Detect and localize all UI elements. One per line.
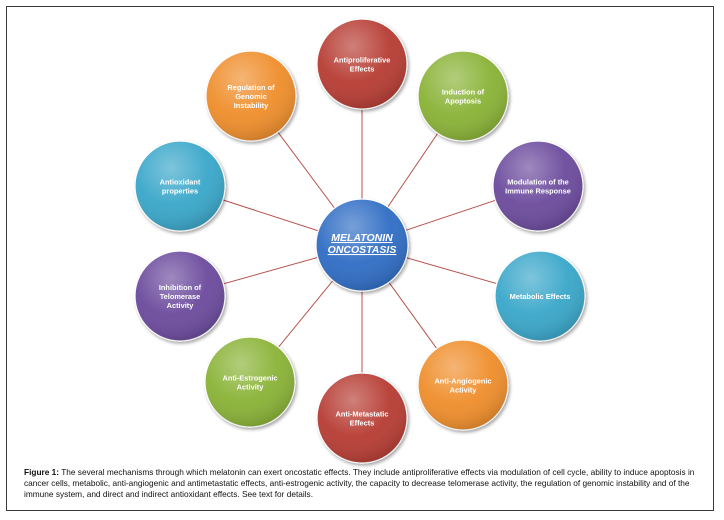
node-label-line: Effects bbox=[350, 65, 375, 74]
center-gloss bbox=[316, 199, 408, 291]
node-label-line: Inhibition of bbox=[159, 283, 202, 292]
node-label-line: MELATONIN bbox=[331, 232, 393, 244]
figure-caption: Figure 1: The several mechanisms through… bbox=[24, 467, 710, 500]
node-label-line: Modulation of the bbox=[507, 178, 569, 187]
node-label-line: Anti-Angiogenic bbox=[434, 377, 491, 386]
node-label-line: Antiproliferative bbox=[334, 56, 391, 65]
node-label-line: ONCOSTASIS bbox=[328, 244, 397, 256]
node-gloss bbox=[495, 251, 585, 341]
node-label-line: Induction of bbox=[442, 88, 485, 97]
node-gloss bbox=[317, 19, 407, 109]
caption-lead: Figure 1: bbox=[24, 467, 60, 477]
node-gloss bbox=[135, 251, 225, 341]
node-gloss bbox=[206, 51, 296, 141]
caption-text: The several mechanisms through which mel… bbox=[24, 467, 695, 499]
node-gloss bbox=[135, 141, 225, 231]
node-label-line: Metabolic Effects bbox=[510, 292, 571, 301]
node-label-line: Activity bbox=[237, 383, 265, 392]
node-label-line: properties bbox=[162, 187, 198, 196]
node-gloss bbox=[205, 337, 295, 427]
node-label-line: Immune Response bbox=[505, 187, 571, 196]
node-gloss bbox=[418, 340, 508, 430]
node-label-line: Antioxidant bbox=[160, 178, 201, 187]
node-gloss bbox=[493, 141, 583, 231]
node-label-line: Telomerase bbox=[160, 292, 201, 301]
node-label-line: Genomic bbox=[235, 92, 267, 101]
node-gloss bbox=[317, 373, 407, 463]
node-label-line: Effects bbox=[350, 419, 375, 428]
node-label-line: Instability bbox=[234, 101, 269, 110]
node-gloss bbox=[418, 51, 508, 141]
node-label-line: Anti-Metastatic bbox=[336, 410, 389, 419]
node-label-line: Regulation of bbox=[227, 83, 275, 92]
node-label-line: Activity bbox=[167, 301, 195, 310]
node-label-line: Anti-Estrogenic bbox=[222, 374, 277, 383]
node-label-line: Activity bbox=[450, 386, 478, 395]
mechanism-node: Metabolic Effects bbox=[494, 250, 586, 342]
node-label-line: Apoptosis bbox=[445, 97, 481, 106]
